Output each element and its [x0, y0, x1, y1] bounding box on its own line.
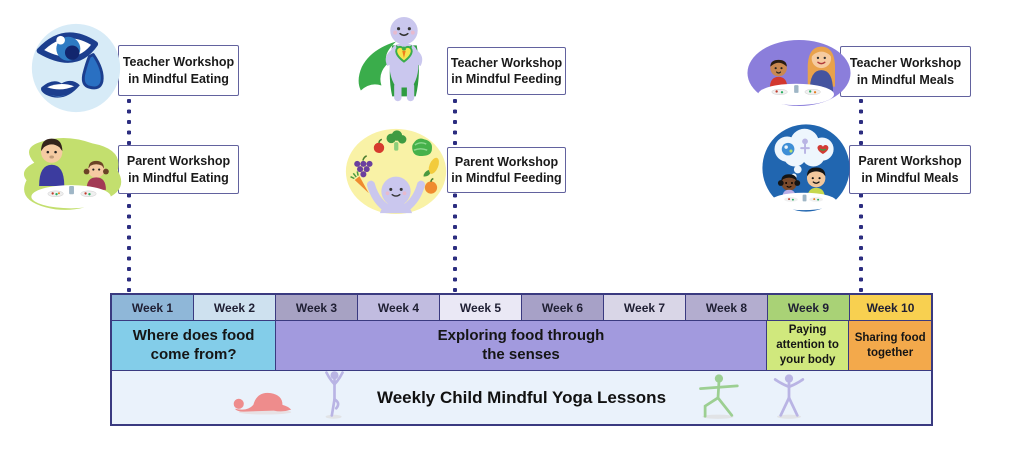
- parent-workshop-eating-label: Parent Workshop in Mindful Eating: [126, 154, 231, 185]
- parent-workshop-meals-box: Parent Workshop in Mindful Meals: [849, 145, 971, 194]
- week-8-cell: Week 8: [686, 295, 768, 321]
- week-7-cell: Week 7: [604, 295, 686, 321]
- parent-workshop-meals-label: Parent Workshop in Mindful Meals: [858, 154, 962, 185]
- week-6-cell: Week 6: [522, 295, 604, 321]
- teacher-student-meal-icon: [745, 38, 853, 108]
- childs-pose-icon: [230, 383, 298, 415]
- teacher-workshop-feeding-label: Teacher Workshop in Mindful Feeding: [450, 55, 563, 87]
- week-2-cell: Week 2: [194, 295, 276, 321]
- teacher-workshop-eating-label: Teacher Workshop in Mindful Eating: [122, 55, 235, 86]
- senses-face-icon: [28, 20, 124, 116]
- teacher-workshop-eating-box: Teacher Workshop in Mindful Eating: [118, 45, 239, 96]
- week-10-cell: Week 10: [850, 295, 931, 321]
- week-5-cell: Week 5: [440, 295, 522, 321]
- parent-workshop-feeding-box: Parent Workshop in Mindful Feeding: [447, 147, 566, 193]
- connector-dotted-line-eating: [126, 96, 132, 293]
- phase-sharing-food: Sharing food together: [849, 321, 931, 371]
- veggie-hero-icon: [352, 14, 452, 112]
- family-meal-icon: [14, 126, 132, 218]
- foods-circle-icon: [344, 126, 448, 216]
- phase-row: Where does food come from? Exploring foo…: [112, 321, 931, 371]
- phase-where-food-from: Where does food come from?: [112, 321, 277, 371]
- thinking-kids-icon: [760, 122, 852, 214]
- program-timeline-table: Week 1 Week 2 Week 3 Week 4 Week 5 Week …: [110, 293, 933, 426]
- parent-workshop-eating-box: Parent Workshop in Mindful Eating: [118, 145, 239, 194]
- teacher-workshop-meals-box: Teacher Workshop in Mindful Meals: [840, 46, 971, 97]
- teacher-workshop-feeding-box: Teacher Workshop in Mindful Feeding: [447, 47, 566, 95]
- phase-exploring-senses: Exploring food through the senses: [276, 321, 767, 371]
- connector-dotted-line-feeding: [452, 96, 458, 293]
- phase-paying-attention: Paying attention to your body: [766, 321, 850, 371]
- parent-workshop-feeding-label: Parent Workshop in Mindful Feeding: [451, 154, 562, 186]
- connector-dotted-line-meals: [858, 96, 864, 293]
- warrior-pose-icon: [696, 373, 740, 419]
- week-9-cell: Week 9: [768, 295, 850, 321]
- tree-pose-icon: [322, 369, 347, 419]
- teacher-workshop-meals-label: Teacher Workshop in Mindful Meals: [849, 56, 962, 87]
- week-3-cell: Week 3: [276, 295, 358, 321]
- yoga-lessons-row: Weekly Child Mindful Yoga Lessons: [112, 371, 931, 424]
- week-1-cell: Week 1: [112, 295, 194, 321]
- yoga-lessons-title: Weekly Child Mindful Yoga Lessons: [376, 387, 667, 407]
- star-pose-icon: [772, 373, 806, 419]
- week-4-cell: Week 4: [358, 295, 440, 321]
- week-header-row: Week 1 Week 2 Week 3 Week 4 Week 5 Week …: [112, 295, 931, 321]
